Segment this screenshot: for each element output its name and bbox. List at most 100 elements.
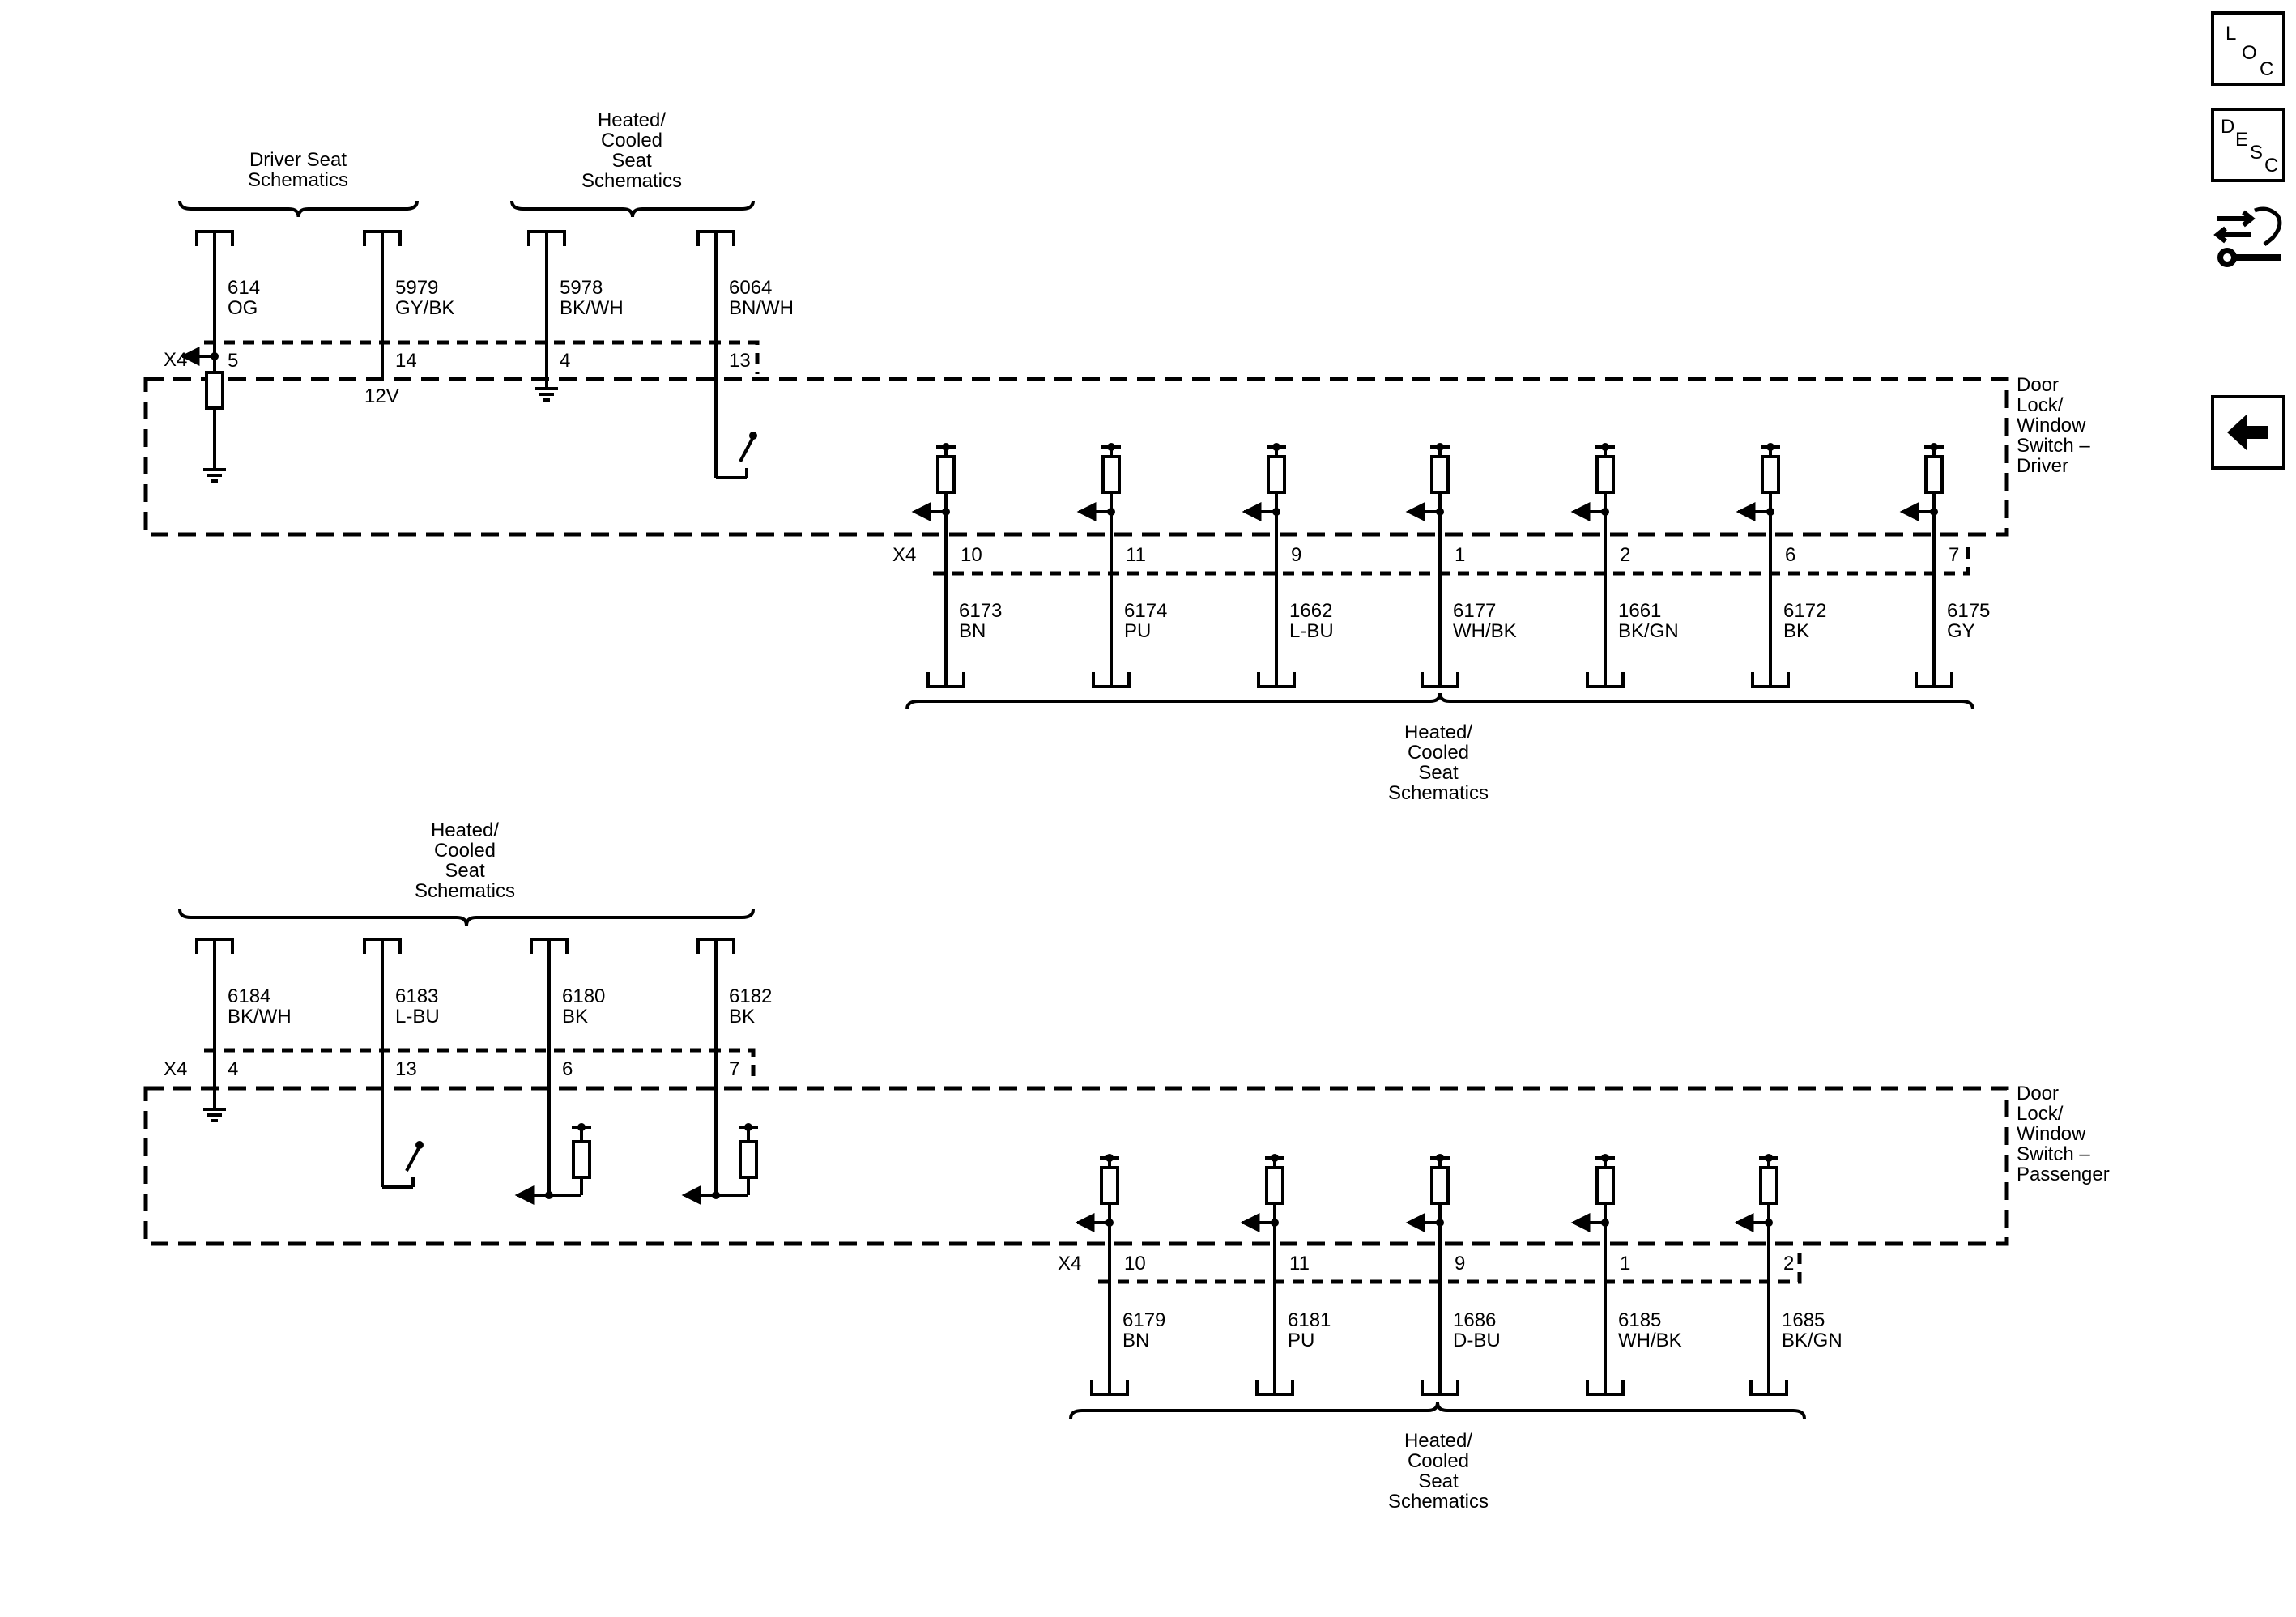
driver-seat-brace: [178, 200, 419, 218]
heated-cooled-group-label-1: Seat: [611, 150, 652, 172]
passenger-wire-6182-supply-dot: [744, 1123, 752, 1131]
driver-bottom-channel-terminal: [1751, 672, 1790, 688]
driver-seat-group-label: Schematics: [248, 169, 348, 191]
passenger-bottom-channel-terminal: [1255, 1380, 1294, 1396]
passenger-bottom-channel-circuit-label: 1686: [1453, 1309, 1496, 1331]
heated-cooled-group-label-1: Heated/: [598, 109, 666, 131]
driver-bottom-channel-resistor: [936, 455, 956, 494]
driver-bottom-channel-resistor: [1595, 455, 1615, 494]
loc-letter-o: O: [2242, 42, 2257, 64]
passenger-wire-6183-switch: [405, 1146, 421, 1172]
passenger-x4-bottom-connector: [1098, 1249, 1802, 1284]
driver-x4-top-connector: [204, 340, 760, 374]
passenger-bottom-channel-circuit-label: 6185: [1618, 1309, 1661, 1331]
driver-bottom-channel-resistor: [1924, 455, 1944, 494]
driver-bottom-channel-circuit-label: 6177: [1453, 600, 1496, 622]
driver-module-label: Switch –: [2017, 435, 2090, 457]
driver-module-label: Lock/: [2017, 394, 2064, 416]
passenger-top-color-label: BK: [562, 1006, 588, 1028]
tools-icon[interactable]: [2211, 201, 2292, 282]
driver-bottom-channel-terminal: [1092, 672, 1131, 688]
driver-top-pin-label: 14: [395, 350, 417, 372]
driver-bottom-channel-terminal: [1421, 672, 1459, 688]
heated-cooled-group-label-4: Cooled: [1408, 1450, 1469, 1472]
diagram-labels: Driver SeatSchematicsHeated/CooledSeatSc…: [164, 109, 2110, 1513]
passenger-module-label: Door: [2017, 1083, 2059, 1104]
heated-cooled-brace-4: [1069, 1402, 1806, 1419]
arrow-left-icon: [2227, 415, 2268, 450]
driver-bottom-channel-circuit-label: 1661: [1618, 600, 1661, 622]
back-button[interactable]: [2211, 395, 2285, 470]
passenger-bottom-channel-circuit-label: 6179: [1122, 1309, 1165, 1331]
driver-bottom-channel-terminal: [1586, 672, 1625, 688]
driver-bottom-channel-circuit-label: 6172: [1783, 600, 1826, 622]
passenger-bottom-channel-pin-label: 2: [1783, 1253, 1794, 1274]
driver-bottom-channel-terminal: [1257, 672, 1296, 688]
driver-top-color-label: OG: [228, 297, 258, 319]
driver-bottom-channel-circuit-label: 1662: [1289, 600, 1332, 622]
heated-cooled-group-label-2: Heated/: [1404, 721, 1472, 743]
driver-bottom-channel-pin-label: 7: [1949, 544, 1959, 566]
location-button[interactable]: L O C: [2211, 11, 2285, 86]
passenger-top-circuit-label: 6184: [228, 985, 270, 1007]
passenger-top-circuit-label: 6180: [562, 985, 605, 1007]
driver-top-color-label: BN/WH: [729, 297, 794, 319]
passenger-top-pin-label: 7: [729, 1058, 739, 1080]
loc-letter-c: C: [2260, 58, 2274, 80]
passenger-bottom-channel-terminal: [1090, 1380, 1129, 1396]
driver-top-pin-label: 4: [560, 350, 570, 372]
driver-module-label: Door: [2017, 374, 2059, 396]
driver-bottom-channel-resistor: [1267, 455, 1286, 494]
heated-cooled-group-label-3: Cooled: [434, 840, 496, 862]
heated-cooled-group-label-1: Cooled: [601, 130, 662, 151]
diagram-lines: [143, 200, 2009, 1419]
passenger-top-circuit-label: 6182: [729, 985, 772, 1007]
passenger-module-box: [143, 1086, 2009, 1246]
desc-letter-s: S: [2250, 142, 2264, 164]
passenger-bottom-channel-color-label: WH/BK: [1618, 1330, 1682, 1351]
passenger-x4-top-connector: [204, 1048, 756, 1083]
heated-cooled-group-label-2: Seat: [1418, 762, 1459, 784]
driver-supply-label: 12V: [364, 385, 399, 407]
passenger-bottom-channel-pin-label: 11: [1289, 1253, 1310, 1274]
driver-top-circuit-label: 5979: [395, 277, 438, 299]
driver-module-box: [143, 377, 2009, 537]
passenger-bottom-channel-pin-label: 9: [1455, 1253, 1465, 1274]
driver-bottom-channel-circuit-label: 6173: [959, 600, 1002, 622]
heated-cooled-brace-3: [178, 908, 755, 926]
driver-bottom-channel-color-label: BN: [959, 620, 986, 642]
passenger-top-color-label: BK: [729, 1006, 755, 1028]
driver-bottom-channel-terminal: [926, 672, 965, 688]
passenger-bottom-channel-terminal: [1586, 1380, 1625, 1396]
passenger-bottom-channel-circuit-label: 1685: [1782, 1309, 1825, 1331]
driver-wire-6064-switch: [749, 432, 757, 440]
passenger-bottom-channel-terminal: [1749, 1380, 1788, 1396]
passenger-module-label: Lock/: [2017, 1103, 2064, 1125]
driver-top-circuit-label: 5978: [560, 277, 603, 299]
passenger-bottom-channel-color-label: BK/GN: [1782, 1330, 1842, 1351]
passenger-wire-6180-supply-dot: [577, 1123, 586, 1131]
driver-bottom-channel-color-label: BK: [1783, 620, 1809, 642]
passenger-module-label: Window: [2017, 1123, 2086, 1145]
driver-bottom-channel-color-label: WH/BK: [1453, 620, 1517, 642]
driver-module-label: Driver: [2017, 455, 2068, 477]
heated-cooled-group-label-2: Cooled: [1408, 742, 1469, 764]
heated-cooled-group-label-4: Schematics: [1388, 1491, 1489, 1513]
driver-bottom-channel-circuit-label: 6174: [1124, 600, 1167, 622]
passenger-bottom-channel-pin-label: 10: [1124, 1253, 1146, 1274]
driver-seat-group-label: Driver Seat: [249, 149, 347, 171]
driver-top-color-label: GY/BK: [395, 297, 454, 319]
description-button[interactable]: D E S C: [2211, 108, 2285, 182]
driver-bottom-channel-circuit-label: 6175: [1947, 600, 1990, 622]
desc-letter-c: C: [2264, 155, 2279, 177]
driver-top-color-label: BK/WH: [560, 297, 624, 319]
driver-bottom-channel-resistor: [1430, 455, 1450, 494]
passenger-top-circuit-label: 6183: [395, 985, 438, 1007]
driver-bottom-channel-color-label: PU: [1124, 620, 1151, 642]
driver-wire-6064-switch: [739, 436, 755, 462]
driver-bottom-channel-resistor: [1761, 455, 1780, 494]
driver-x4-bottom-connector: [933, 541, 1970, 576]
driver-wire-614-resistor: [205, 371, 224, 410]
passenger-top-pin-label: 6: [562, 1058, 573, 1080]
passenger-bottom-channel-resistor: [1265, 1166, 1284, 1205]
